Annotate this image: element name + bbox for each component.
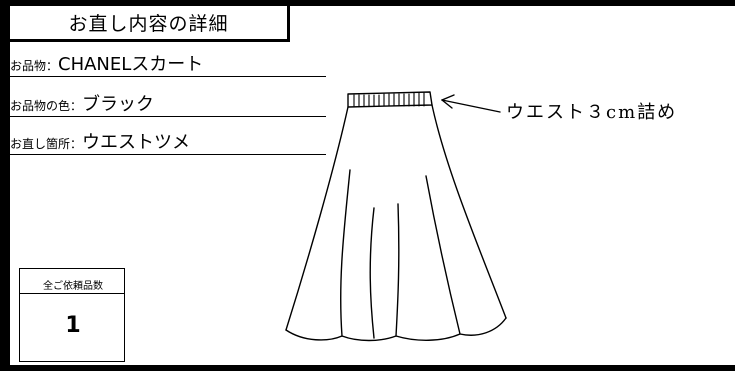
color-value: ブラック [82,94,155,115]
color-field: お品物の色：ブラック [10,90,326,117]
count-divider [20,293,124,294]
skirt-pleat [395,203,400,337]
skirt-left-edge [285,106,349,331]
count-box: 全ご依頼品数 1 [19,268,125,362]
count-value: 1 [65,313,81,338]
alteration-field: お直し箇所：ウエストツメ [10,128,326,155]
skirt-pleat [369,207,375,339]
page-title-text: お直し内容の詳細 [68,13,229,35]
item-value: CHANELスカート [58,54,204,75]
skirt-pleat [425,175,461,335]
waist-arrow [441,94,501,113]
skirt-sketch [285,91,507,342]
count-label: 全ご依頼品数 [43,281,103,292]
waist-annotation: ウエスト３cm詰め [506,102,678,123]
skirt-right-edge [431,104,507,319]
item-label: お品物： [10,59,59,73]
color-label: お品物の色： [10,99,83,113]
alteration-label: お直し箇所： [10,137,83,151]
item-field: お品物：CHANELスカート [10,50,326,77]
skirt-pleat [340,169,351,337]
waistband-hatching [353,92,425,107]
page-title: お直し内容の詳細 [10,6,290,42]
alteration-value: ウエストツメ [82,132,191,153]
